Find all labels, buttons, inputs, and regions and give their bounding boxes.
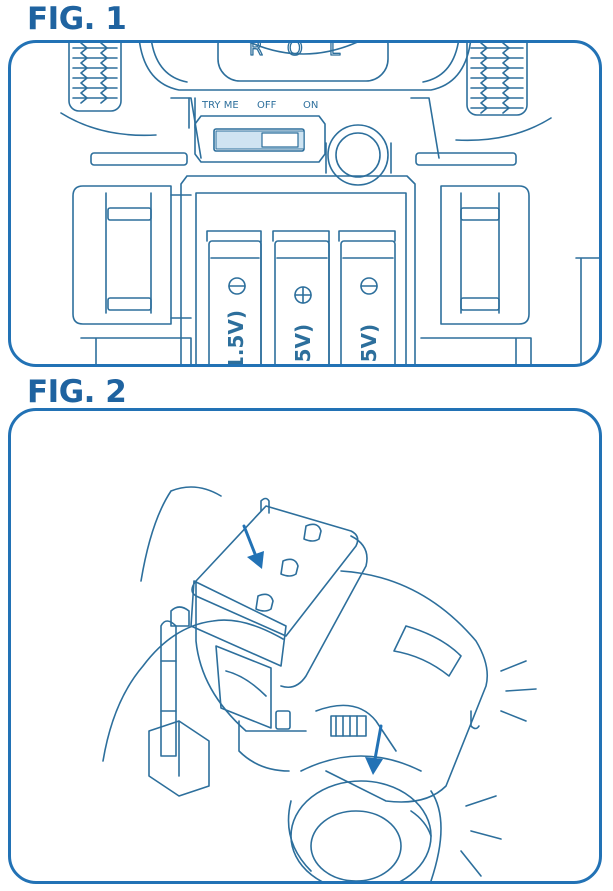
switch-label-off: OFF: [257, 100, 277, 111]
left-bumper: [72, 185, 192, 364]
right-tire: [455, 43, 552, 142]
battery-compartment: [180, 175, 416, 364]
press-arrow-hood: [365, 724, 383, 775]
vibration-marks-top: [500, 660, 537, 722]
truck-hood: [315, 570, 489, 803]
switch-label-try-me: TRY ME: [201, 100, 239, 111]
figure-2-title: FIG. 2: [27, 374, 127, 410]
battery-label-1: 1.5V): [224, 310, 248, 364]
round-button: [325, 124, 392, 186]
truck-cab: [190, 497, 368, 772]
hand-contour-1: [102, 619, 284, 762]
press-arrow-roof: [242, 524, 264, 569]
right-bumper: [420, 185, 599, 364]
figure-1-title: FIG. 1: [27, 1, 127, 37]
truck-wheel: [287, 755, 442, 881]
power-switch: [188, 97, 326, 163]
hand-contour-2: [140, 486, 222, 582]
toy-underside-illustration: R O L: [60, 43, 599, 364]
figure-1-panel: R O L: [8, 40, 602, 367]
svg-text:R: R: [249, 43, 263, 60]
battery-label-2: .5V): [291, 324, 315, 364]
battery-label-3: .5V): [357, 324, 381, 364]
exhaust-stack: [160, 606, 190, 757]
switch-label-on: ON: [303, 100, 318, 111]
svg-text:L: L: [329, 43, 341, 60]
truck-press-illustration: [102, 486, 537, 881]
svg-text:O: O: [287, 43, 303, 60]
figure-2-panel: [8, 408, 602, 884]
vibration-marks-bottom: [460, 795, 502, 877]
left-tire: [60, 43, 157, 137]
